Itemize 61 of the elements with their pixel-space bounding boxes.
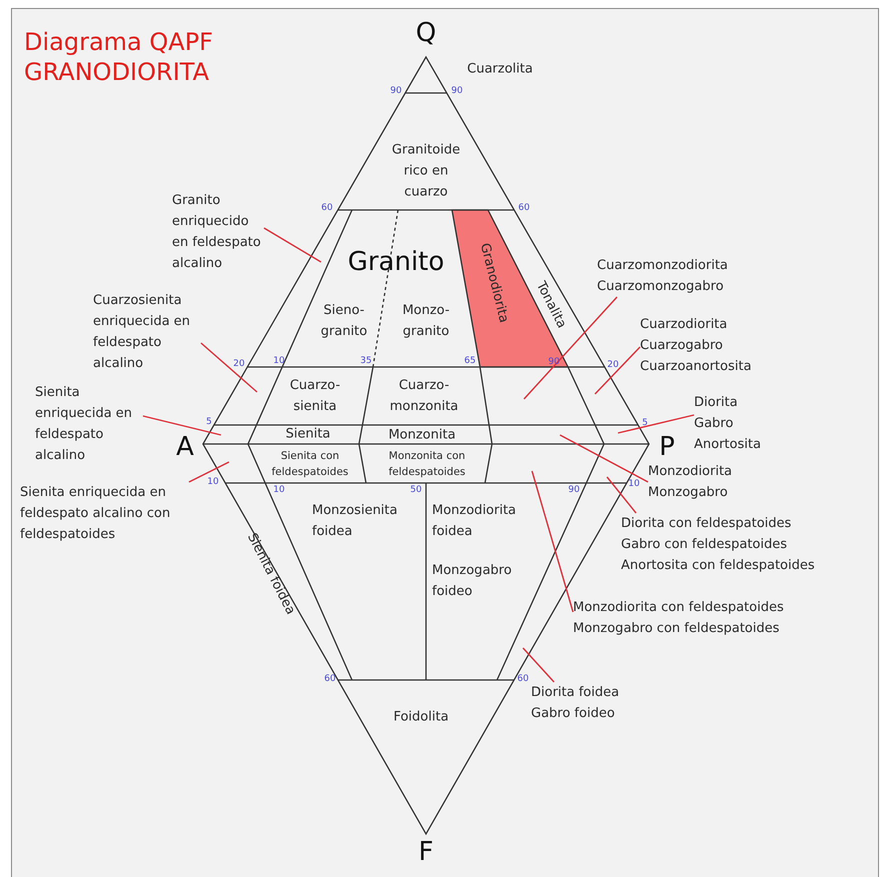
rock-field-label: Monzogabro foideo (432, 562, 513, 601)
leader-line (523, 296, 618, 400)
leader-line (560, 434, 648, 483)
field-name: Q (416, 19, 436, 47)
rock-name-text: Sienita enriquecida en feldespato alcalino con feldespatoides (20, 482, 196, 545)
tick-value: 5 (206, 417, 212, 427)
leader-line (531, 470, 574, 612)
tick-value: 60 (518, 203, 530, 213)
rock-field-label: Sienita (286, 426, 330, 444)
rock-field-label: Cuarzo- sienita (288, 377, 342, 416)
rock-field-label: Monzodiorita foidea (432, 502, 518, 541)
leader-line (618, 414, 694, 434)
field-name: Granito (348, 248, 444, 276)
tick-value: 60 (517, 674, 529, 684)
rock-name-text: Cuarzosienita enriquecida en feldespato alcalino (93, 290, 201, 374)
rock-field-label: Sieno- granito (320, 302, 368, 341)
rock-name-text: Cuarzodiorita Cuarzogabro Cuarzoanortosita (640, 314, 775, 377)
leader-line (264, 227, 322, 263)
leader-line (522, 648, 555, 682)
field-name: P (659, 433, 675, 461)
rock-field-label: Granitoide rico en cuarzo (390, 142, 462, 202)
tick-value: 90 (568, 485, 580, 495)
tick-value: 60 (324, 674, 336, 684)
rock-name-text: Monzodiorita Monzogabro (648, 461, 760, 503)
tick-value: 65 (464, 356, 476, 366)
leader-line (188, 461, 230, 483)
rock-name-text: Diorita con feldespatoides Gabro con feldespatoides Anortosita con feldespatoides (621, 513, 831, 576)
tick-value: 20 (607, 360, 619, 370)
rock-field-label: Sienita con feldespatoides (270, 449, 350, 480)
tick-value: 10 (207, 477, 219, 487)
rock-field-label: Monzosienita foidea (312, 502, 398, 541)
tick-value: 35 (360, 356, 372, 366)
diagram-title: Diagrama QAPF GRANODIORITA (24, 27, 214, 87)
leader-line (200, 342, 258, 393)
leader-line (594, 346, 640, 394)
rock-name-text: Monzodiorita con feldespatoides Monzogabro con feldespatoides (573, 597, 818, 639)
rock-field-label: Monzonita (388, 426, 456, 444)
tick-value: 5 (642, 418, 648, 428)
leader-line (606, 476, 637, 514)
rock-field-label: Cuarzolita (467, 60, 533, 78)
field-name: F (418, 838, 434, 866)
rock-field-label: Monzo- granito (401, 302, 451, 341)
rock-field-label: Cuarzo- monzonita (388, 377, 460, 416)
rock-name-text: Sienita enriquecida en feldespato alcalino (35, 382, 143, 466)
tick-value: 20 (233, 359, 245, 369)
tick-value: 90 (451, 86, 463, 96)
tick-value: 90 (390, 86, 402, 96)
rock-field-label: Monzonita con feldespatoides (388, 449, 466, 480)
tick-value: 10 (628, 479, 640, 489)
rock-name-text: Diorita foidea Gabro foideo (531, 682, 649, 724)
leader-line (142, 415, 222, 436)
rock-field-label: Foidolita (393, 708, 449, 726)
tick-value: 90 (548, 357, 560, 367)
tick-value: 50 (410, 485, 422, 495)
tick-value: 10 (273, 356, 285, 366)
field-name: A (176, 433, 194, 461)
tick-value: 60 (321, 203, 333, 213)
rock-name-text: Cuarzomonzodiorita Cuarzomonzogabro (597, 255, 762, 297)
tick-value: 10 (273, 485, 285, 495)
rock-name-text: Diorita Gabro Anortosita (694, 392, 772, 455)
rock-name-text: Granito enriquecido en feldespato alcalino (172, 190, 264, 274)
